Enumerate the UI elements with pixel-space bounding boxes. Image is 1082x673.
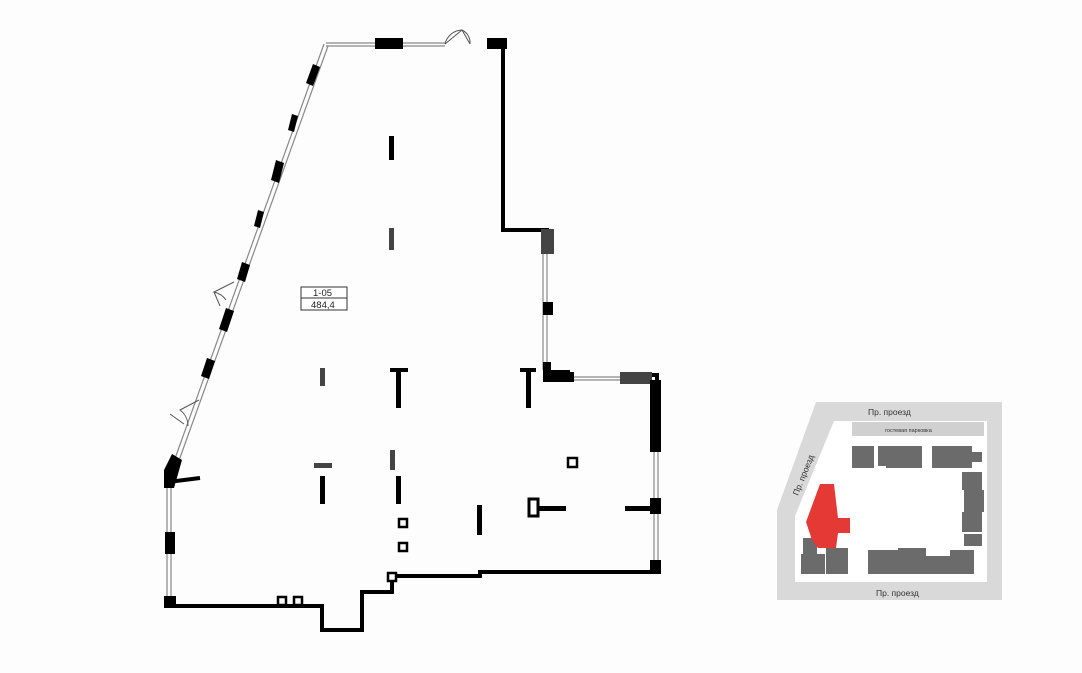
top-wall-block — [375, 38, 403, 49]
site-plan: Пр. проезд Пр. проезд Пр. проезд гостева… — [777, 402, 1002, 600]
pillar-7 — [201, 358, 215, 379]
partition-4 — [396, 372, 401, 408]
partition-6-cap — [314, 463, 332, 468]
left-glazing-outer — [167, 43, 325, 479]
partition-8 — [396, 476, 401, 504]
road-label-top: Пр. проезд — [868, 407, 911, 417]
right-wall-block — [650, 380, 661, 452]
building — [878, 446, 888, 466]
right-pillar-block — [543, 302, 553, 315]
partition-7 — [390, 450, 395, 470]
column-hollow-3 — [397, 517, 409, 529]
partition-6 — [320, 476, 325, 504]
left-door-upper-leaf — [213, 291, 221, 307]
partition-10 — [538, 506, 566, 511]
building — [964, 534, 982, 546]
top-door-swing-right — [461, 29, 471, 45]
building — [932, 446, 972, 468]
exterior-walls — [164, 29, 661, 632]
pillar-5 — [237, 262, 250, 282]
left-glazing-pillars — [201, 64, 320, 379]
column-hollow-4 — [397, 541, 409, 553]
left-door-lower-leaf — [169, 413, 185, 425]
left-door-lower — [169, 399, 200, 427]
parking-label: гостевая парковка — [885, 428, 933, 434]
unit-label: 1-05 484,4 — [300, 286, 348, 311]
step-wall-block — [548, 372, 574, 382]
top-door-leaf-left — [444, 29, 463, 45]
building — [972, 452, 982, 462]
left-corner-block — [164, 454, 182, 488]
column-hollow-5 — [276, 595, 288, 607]
top-door-swing-left — [444, 29, 463, 45]
building — [964, 490, 984, 512]
site-courtyard — [868, 472, 960, 550]
pillar-6 — [219, 308, 234, 332]
left-door-lower-swing — [179, 399, 200, 427]
site-buildings-left — [801, 538, 848, 574]
left-pillar-block — [165, 532, 175, 554]
parking-strip — [852, 422, 984, 436]
building — [826, 548, 848, 574]
building — [926, 556, 950, 574]
right-top-block — [620, 372, 652, 384]
partition-11 — [625, 506, 653, 511]
right-pillar-small — [650, 498, 661, 514]
left-door-upper — [212, 281, 235, 307]
column-hollow-2 — [566, 456, 579, 469]
building — [801, 554, 825, 574]
top-door-leaf-right — [461, 29, 471, 45]
top-right-wall-block — [487, 38, 507, 49]
partition-9 — [477, 505, 482, 535]
site-buildings-right — [962, 472, 984, 546]
road-label-bottom: Пр. проезд — [876, 588, 919, 598]
building — [962, 472, 982, 490]
unit-area-box — [300, 297, 348, 311]
pillar-3 — [271, 160, 284, 183]
column-hollow-1 — [527, 497, 540, 518]
site-buildings-bottom — [868, 548, 974, 574]
building — [898, 548, 926, 574]
site-highlight-unit — [806, 484, 850, 548]
building — [868, 550, 898, 574]
right-upper-block — [541, 229, 554, 254]
partition-4-cap — [390, 368, 408, 372]
left-glazing-inner — [171, 45, 329, 481]
bottom-left-corner-block — [164, 596, 176, 608]
partition-3 — [320, 368, 325, 386]
site-buildings-top — [852, 446, 982, 468]
step-corner-block — [543, 362, 551, 382]
pillar-4 — [254, 210, 264, 228]
right-bottom-block — [650, 560, 661, 574]
interior-walls — [276, 136, 653, 607]
partition-1 — [389, 136, 394, 160]
building — [852, 446, 874, 468]
building — [962, 512, 982, 532]
pillar-2 — [288, 114, 298, 132]
partition-2 — [389, 228, 394, 250]
unit-number: 1-05 — [313, 288, 332, 299]
column-hollow-6 — [292, 595, 304, 607]
pillar-1 — [306, 64, 320, 86]
unit-area: 484,4 — [311, 300, 335, 311]
building — [950, 550, 974, 574]
column-hollow-7 — [386, 571, 398, 583]
top-door — [444, 29, 471, 45]
partition-5 — [526, 372, 531, 408]
building — [886, 446, 922, 468]
partition-5-cap — [520, 368, 536, 372]
